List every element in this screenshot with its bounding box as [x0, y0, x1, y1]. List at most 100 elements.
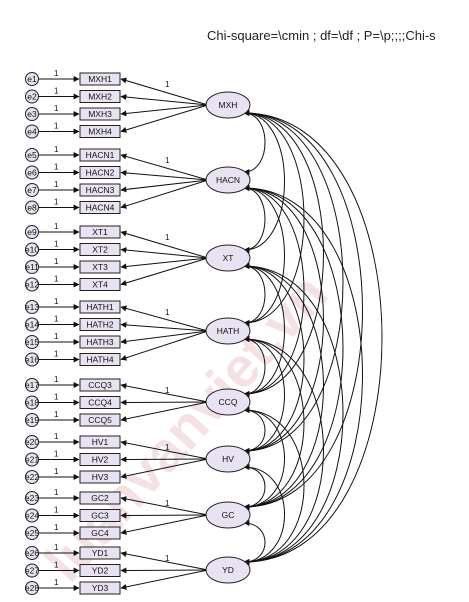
error-term-label: e21	[25, 455, 39, 465]
observed-variable-HACN1	[79, 148, 121, 162]
error-term-label: e17	[25, 380, 39, 390]
error-path-label: 1	[54, 257, 59, 266]
error-path-label: 1	[54, 450, 59, 459]
observed-variable-GC4	[79, 526, 121, 540]
covariance-arc	[243, 110, 363, 510]
observed-variable-HACN2	[79, 166, 121, 179]
loading-path-label: 1	[165, 308, 170, 317]
loading-path	[120, 179, 209, 209]
error-term-label: e20	[25, 437, 39, 447]
error-term-label: e23	[25, 493, 39, 503]
loading-path-label: 1	[165, 80, 170, 89]
observed-variable-MXH2	[79, 90, 121, 103]
error-path-label: 1	[54, 578, 59, 587]
covariance-arc	[243, 185, 285, 326]
error-path-label: 1	[54, 467, 59, 476]
loading-path	[120, 77, 209, 106]
error-term-label: e5	[27, 150, 37, 160]
observed-variable-label: HATH2	[86, 320, 114, 330]
observed-variable-MXH1	[79, 72, 121, 86]
observed-variable-CCQ3	[79, 378, 121, 392]
loading-path	[120, 383, 209, 403]
loading-path	[120, 567, 209, 574]
covariance-arc	[243, 185, 305, 397]
observed-variable-label: HACN2	[86, 168, 115, 178]
error-term-e26	[25, 546, 39, 560]
error-term-e3	[25, 107, 39, 121]
loading-path-label: 1	[165, 156, 170, 165]
error-term-label: e27	[25, 566, 39, 576]
error-term-label: e13	[25, 302, 39, 312]
latent-variable-xt	[205, 244, 251, 272]
covariance-arc	[243, 263, 285, 397]
error-path-label: 1	[54, 543, 59, 552]
loading-path	[120, 440, 209, 460]
observed-variable-label: XT2	[92, 245, 108, 255]
error-term-label: e4	[27, 127, 37, 137]
error-path-label: 1	[54, 297, 59, 306]
watermark: luanvanviet.vn	[32, 262, 339, 593]
error-term-e10	[25, 242, 39, 257]
observed-variable-HACN4	[79, 201, 121, 214]
loading-path	[120, 179, 209, 193]
latent-variable-yd	[205, 556, 251, 584]
observed-variable-label: MXH4	[88, 127, 112, 137]
error-term-label: e3	[27, 109, 37, 119]
observed-variable-label: YD1	[92, 548, 109, 558]
loading-path	[120, 330, 209, 361]
error-term-e19	[25, 413, 39, 427]
error-term-e12	[25, 277, 39, 292]
observed-variable-label: MXH2	[88, 92, 112, 102]
observed-variable-MXH3	[79, 107, 121, 121]
error-term-e5	[25, 148, 39, 162]
observed-variable-label: HV2	[92, 455, 109, 465]
covariance-arc	[243, 110, 305, 326]
covariance-arc	[243, 336, 266, 397]
loading-path	[120, 399, 209, 406]
loading-path	[120, 257, 209, 270]
covariance-arcs	[243, 110, 383, 565]
loading-path	[120, 330, 209, 345]
error-term-e9	[25, 225, 39, 239]
error-term-e24	[25, 508, 39, 523]
observed-variable-label: CCQ5	[88, 415, 112, 425]
loading-path	[120, 104, 209, 117]
observed-variable-HV3	[79, 470, 121, 484]
covariance-arc	[243, 336, 324, 565]
error-path-label: 1	[54, 275, 59, 284]
observed-variable-GC2	[79, 491, 121, 505]
covariance-arc	[243, 110, 383, 565]
observed-variable-HACN3	[79, 183, 121, 197]
observed-variable-XT3	[79, 260, 121, 274]
error-path-label: 1	[54, 163, 59, 172]
covariance-arc	[243, 407, 266, 454]
error-path-label: 1	[54, 315, 59, 324]
error-path-label: 1	[54, 506, 59, 515]
error-path-label: 1	[54, 432, 59, 441]
observed-variable-label: GC4	[91, 528, 109, 538]
observed-variable-label: GC3	[91, 511, 109, 521]
error-term-label: e22	[25, 472, 39, 482]
error-path-label: 1	[54, 410, 59, 419]
error-term-label: e2	[27, 92, 37, 102]
observed-variable-label: HATH4	[86, 355, 114, 365]
observed-variable-label: GC2	[91, 493, 109, 503]
observed-variable-CCQ5	[79, 413, 121, 427]
error-term-e27	[25, 563, 39, 578]
observed-variable-label: HATH1	[86, 302, 114, 312]
observed-variable-label: XT3	[92, 262, 108, 272]
error-path-label: 1	[54, 523, 59, 532]
error-term-label: e7	[27, 185, 37, 195]
observed-variable-label: YD3	[92, 583, 109, 593]
observed-variable-label: CCQ3	[88, 380, 112, 390]
observed-variable-XT2	[79, 243, 121, 256]
error-path-label: 1	[54, 145, 59, 154]
observed-variable-label: MXH3	[88, 109, 112, 119]
observed-variable-HV2	[79, 453, 121, 466]
error-path-label: 1	[54, 69, 59, 78]
observed-variable-label: CCQ4	[88, 398, 112, 408]
loading-path	[120, 230, 209, 259]
error-path-label: 1	[54, 222, 59, 231]
error-term-label: e18	[25, 398, 39, 408]
